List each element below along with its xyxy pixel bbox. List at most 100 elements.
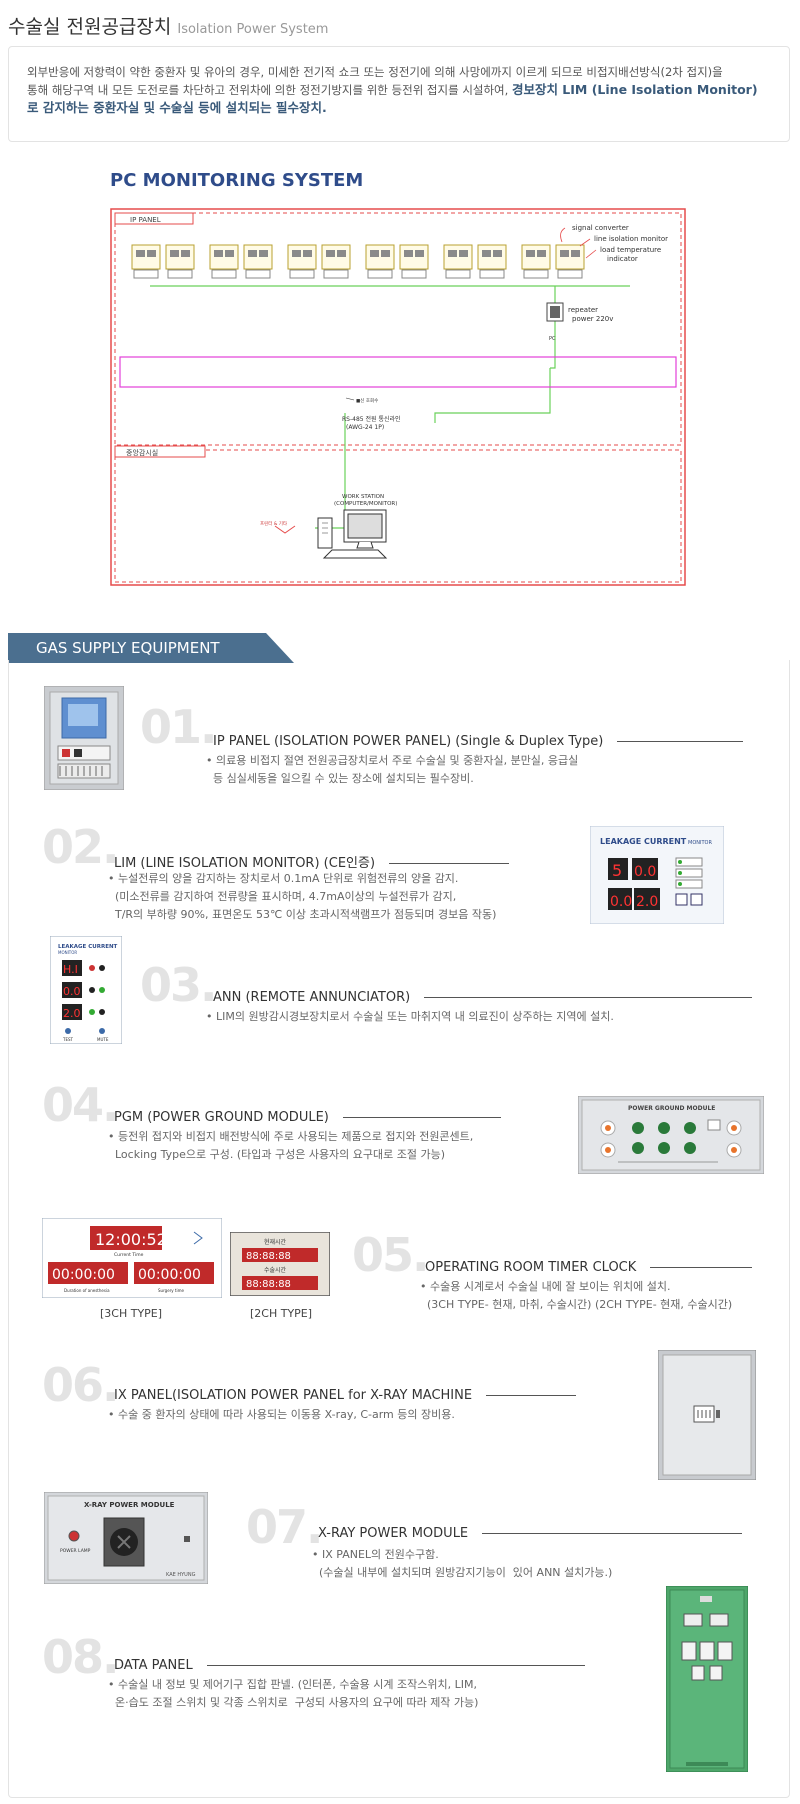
- ip-panel-screen: [214, 250, 223, 257]
- ip-panel-screen: [571, 250, 580, 257]
- intro-box: 외부반응에 저항력이 약한 중환자 및 유아의 경우, 미세한 전기적 쇼크 또…: [8, 46, 790, 142]
- item-number: 02.: [42, 820, 119, 874]
- legend-arrows: [560, 227, 597, 259]
- intro-line-3: 로 감지하는 중환자실 및 수술실 등에 설치되는 필수장치.: [27, 100, 327, 115]
- ip-panel-indicator: [367, 269, 393, 279]
- ip-panel-indicator: [323, 269, 349, 279]
- ip-panel-indicator: [289, 269, 315, 279]
- monitor-stand: [356, 541, 374, 549]
- pgm-image: POWER GROUND MODULE: [578, 1096, 764, 1174]
- ip-panel-screen: [248, 250, 257, 257]
- gas-supply-tab-label: GAS SUPPLY EQUIPMENT: [36, 639, 220, 657]
- item-number: 01.: [140, 700, 217, 754]
- gas-supply-tab: [8, 633, 294, 663]
- ip-panel-screen: [482, 250, 491, 257]
- ip-panel-indicator: [401, 269, 427, 279]
- item-title: X-RAY POWER MODULE: [318, 1526, 743, 1541]
- bus-label-arrow: [345, 397, 355, 401]
- ip-panel-screen: [181, 250, 190, 257]
- lim-digit-2: 0.0: [634, 864, 656, 880]
- clock-2ch-image: 현재시간 88:88:88 수술시간 88:88:88: [230, 1232, 330, 1296]
- pc-monitoring-title: PC MONITORING SYSTEM: [110, 170, 364, 191]
- clock3-a: 00:00:00: [52, 1267, 115, 1283]
- ip-panel-tag: [114, 212, 194, 225]
- ip-panel-indicator: [557, 269, 583, 279]
- bus-label: ■신 호회수: [356, 397, 378, 404]
- ann-sub: MONITOR: [58, 950, 77, 955]
- lim-digit-1: 5: [612, 861, 622, 880]
- ip-panel-indicator: [167, 269, 193, 279]
- ip-panel-screen: [259, 250, 268, 257]
- workstation-label-2: (COMPUTER/MONITOR): [334, 501, 397, 507]
- ip-panel-units: [131, 244, 585, 279]
- printer-label: 프린터 & 기타: [260, 520, 288, 527]
- ip-panel-screen: [136, 250, 145, 257]
- repeater-label-1: repeater: [568, 306, 598, 314]
- ann-test: TEST: [62, 1037, 74, 1042]
- clock-3ch-image: 12:00:52 Current Time 00:00:00 00:00:00 …: [42, 1218, 222, 1298]
- ip-panel-indicator: [133, 269, 159, 279]
- ip-panel-screen: [292, 250, 301, 257]
- ip-panel-label: IP PANEL: [130, 216, 161, 224]
- item-desc: • IX PANEL의 전원수구함. (수술실 내부에 설치되며 원방감지기능이…: [312, 1548, 613, 1579]
- xray-title: X-RAY POWER MODULE: [84, 1501, 175, 1509]
- lim-digit-3: 0.0: [610, 894, 632, 910]
- lim-title: LEAKAGE CURRENT: [600, 837, 687, 846]
- rs485-wire: [315, 413, 346, 529]
- printer-arrow: [274, 525, 296, 534]
- clock3-sub1: Current Time: [114, 1252, 144, 1258]
- xray-module-image: X-RAY POWER MODULE POWER LAMP KAE HYUNG: [44, 1492, 208, 1584]
- legend-load-temp: load temperature: [600, 246, 661, 254]
- item-number: 07.: [246, 1500, 323, 1554]
- item-title: IX PANEL(ISOLATION POWER PANEL for X-RAY…: [114, 1388, 577, 1403]
- clock2-l2: 수술시간: [264, 1266, 287, 1274]
- intro-line-2-text: 통해 해당구역 내 모든 도전로를 차단하고 전위차에 의한 정전기방지를 위한…: [27, 83, 512, 97]
- intro-line-2: 통해 해당구역 내 모든 도전로를 차단하고 전위차에 의한 정전기방지를 위한…: [27, 81, 771, 99]
- ann-mute: MUTE: [97, 1037, 109, 1042]
- ip-panel-screen: [326, 250, 335, 257]
- gas-supply-box: [8, 660, 790, 1798]
- repeater-label-2: power 220v: [572, 315, 613, 323]
- intro-line-1: 외부반응에 저항력이 약한 중환자 및 유아의 경우, 미세한 전기적 쇼크 또…: [27, 65, 723, 79]
- ip-panel-screen: [170, 250, 179, 257]
- lim-monitor-image: LEAKAGE CURRENT MONITOR 5 0.0 0.0 2.0: [590, 826, 724, 924]
- item-desc: • 수술 중 환자의 상태에 따라 사용되는 이동용 X-ray, C-arm …: [108, 1408, 455, 1421]
- ann-digit-1: H.I: [63, 963, 78, 976]
- item-desc: • 수술용 시계로서 수술실 내에 잘 보이는 위치에 설치. (3CH TYP…: [420, 1280, 733, 1311]
- repeater-screen: [550, 306, 560, 318]
- central-zone: [114, 449, 682, 583]
- diagram-frame: [110, 208, 686, 586]
- xray-lamp: POWER LAMP: [60, 1548, 91, 1554]
- ip-panel-unit: [443, 244, 507, 279]
- xray-brand: KAE HYUNG: [166, 1572, 196, 1578]
- workstation-icon: [317, 509, 388, 559]
- item-number: 06.: [42, 1358, 119, 1412]
- caption-3ch: [3CH TYPE]: [100, 1307, 163, 1320]
- ip-panel-screen: [493, 250, 502, 257]
- pc-label: PC: [549, 336, 556, 342]
- item-title: PGM (POWER GROUND MODULE): [114, 1110, 501, 1125]
- item-title: DATA PANEL: [114, 1658, 585, 1673]
- ip-panel-screen: [459, 250, 468, 257]
- ip-panel-indicator: [523, 269, 549, 279]
- ix-panel-image: [658, 1350, 756, 1480]
- clock3-time: 12:00:52: [95, 1230, 167, 1249]
- ann-digit-2: 0.0: [63, 985, 81, 998]
- ip-panel-zone: [114, 212, 682, 446]
- page-subtitle: Isolation Power System: [177, 22, 329, 37]
- item-desc: • LIM의 원방감시경보장치로서 수술실 또는 마취지역 내 의료진이 상주하…: [206, 1010, 614, 1023]
- page-title: 수술실 전원공급장치 Isolation Power System: [8, 12, 328, 39]
- clock2-l1: 현재시간: [264, 1238, 287, 1246]
- page-title-text: 수술실 전원공급장치: [8, 16, 172, 38]
- workstation-label-1: WORK STATION: [342, 494, 384, 500]
- ip-panel-screen: [147, 250, 156, 257]
- ip-panel-indicator: [245, 269, 271, 279]
- clock3-b: 00:00:00: [138, 1267, 201, 1283]
- ann-title: LEAKAGE CURRENT: [58, 944, 118, 950]
- caption-2ch: [2CH TYPE]: [250, 1307, 313, 1320]
- ip-panel-image: [44, 686, 124, 790]
- item-number: 03.: [140, 958, 217, 1012]
- repeater-wire: [550, 286, 556, 369]
- ip-panel-screen: [560, 250, 569, 257]
- pgm-title: POWER GROUND MODULE: [628, 1105, 715, 1112]
